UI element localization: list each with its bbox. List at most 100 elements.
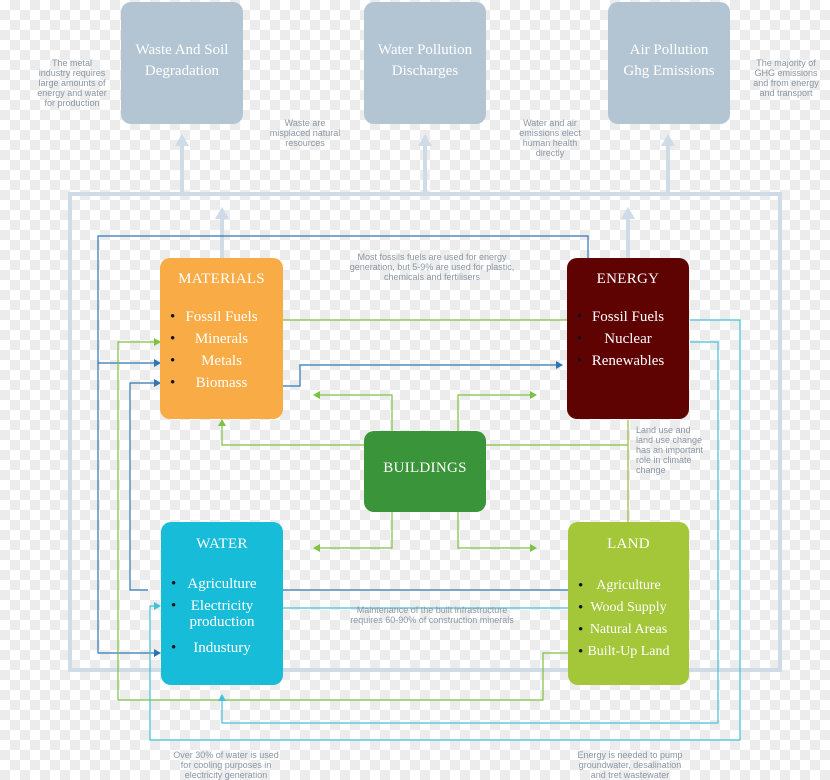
note-line: Over 30% of water is used	[173, 750, 279, 760]
land-item-label: Built-Up Land	[587, 644, 670, 659]
water-item-label: Electricity	[190, 598, 254, 614]
land-item: •Wood Supply	[568, 599, 689, 617]
energy-box: ENERGY •Fossil Fuels •Nuclear •Renewable…	[567, 258, 689, 419]
land-item: • Agriculture	[568, 577, 689, 595]
note-maintenance: Maintenance of the built infrastructure …	[322, 605, 542, 625]
water-item-label: Agriculture	[187, 576, 257, 592]
note-waste: Waste are misplaced natural resources	[255, 118, 355, 148]
bullet-icon: •	[171, 640, 177, 656]
note-line: and transport	[759, 88, 813, 98]
note-land-use: Land use and land use change has an impo…	[636, 425, 726, 475]
note-line: requires 60-90% of construction minerals	[350, 615, 514, 625]
bullet-icon: •	[170, 309, 176, 325]
note-line: electricity generation	[184, 770, 268, 780]
note-line: has an important	[636, 445, 704, 455]
land-item-label: Agriculture	[596, 578, 661, 593]
water-item: • Industury	[161, 639, 283, 657]
bullet-icon: •	[170, 375, 176, 391]
energy-item-label: Nuclear	[604, 331, 652, 347]
note-line: The metal	[51, 58, 93, 68]
impact-water-line-1: Water Pollution	[377, 42, 473, 58]
buildings-box: BUILDINGS	[364, 431, 486, 512]
note-line: emissions elect	[519, 128, 581, 138]
note-line: Most fossils fuels are used for energy	[357, 252, 507, 262]
note-metal-industry: The metal industry requires large amount…	[28, 58, 116, 108]
energy-item: • Fossil Fuels	[567, 308, 689, 326]
impact-waste-soil: Waste And Soil Degradation	[121, 2, 243, 124]
impact-air-pollution: Air Pollution Ghg Emissions	[608, 2, 730, 124]
note-line: directly	[535, 148, 565, 158]
note-line: chemicals and fertilisers	[383, 272, 481, 282]
note-line: Energy is needed to pump	[577, 750, 683, 760]
materials-item: • Biomass	[160, 374, 283, 392]
impact-waste-line-1: Waste And Soil	[135, 42, 229, 58]
materials-item-label: Fossil Fuels	[185, 309, 258, 325]
note-ghg: The majority of GHG emissions and from e…	[742, 58, 830, 98]
bullet-icon: •	[170, 353, 176, 369]
water-item: • Agriculture	[161, 575, 283, 593]
note-line: industry requires	[38, 68, 106, 78]
note-line: large amounts of	[38, 78, 106, 88]
note-cooling: Over 30% of water is used for cooling pu…	[158, 750, 294, 780]
land-item: •Built-Up Land	[568, 643, 689, 661]
energy-item: • Nuclear	[567, 330, 689, 348]
note-line: generation, but 5-9% are used for plasti…	[349, 262, 515, 272]
materials-title: MATERIALS	[178, 271, 265, 287]
note-line: GHG emissions	[754, 68, 818, 78]
water-title: WATER	[196, 536, 248, 552]
note-line: change	[636, 465, 666, 475]
materials-item: • Minerals	[160, 330, 283, 348]
note-line: Land use and	[636, 425, 691, 435]
note-line: Waste are	[284, 118, 326, 128]
impact-water-pollution: Water Pollution Discharges	[364, 2, 486, 124]
materials-box: MATERIALS • Fossil Fuels • Minerals •Metal…	[160, 258, 283, 419]
buildings-title: BUILDINGS	[383, 460, 467, 476]
impact-water-line-2: Discharges	[391, 63, 459, 79]
materials-item-label: Biomass	[195, 375, 248, 391]
bullet-icon: •	[171, 598, 177, 614]
bullet-icon: •	[577, 331, 583, 347]
water-box: WATER • Agriculture • Electricity producti…	[161, 522, 283, 685]
impact-frame	[68, 134, 782, 672]
note-line: land use change	[636, 435, 703, 445]
blue-connectors	[97, 235, 589, 657]
bullet-icon: •	[578, 622, 584, 638]
bullet-icon: •	[171, 576, 177, 592]
note-line: Water and air	[523, 118, 577, 128]
land-item: • Natural Areas	[568, 621, 689, 639]
green-connectors	[117, 316, 628, 701]
water-item-label: Industury	[193, 640, 251, 656]
note-line: energy and water	[37, 88, 107, 98]
water-item-continued: production	[161, 615, 283, 630]
bullet-icon: •	[577, 353, 583, 369]
materials-item: • Fossil Fuels	[160, 308, 283, 326]
bullet-icon: •	[170, 331, 176, 347]
land-title: LAND	[607, 536, 650, 552]
bullet-icon: •	[578, 644, 584, 660]
note-line: for cooling purposes in	[180, 760, 272, 770]
energy-item: •Renewables	[567, 352, 689, 370]
note-line: and tret wastewater	[590, 770, 670, 780]
impact-waste-line-2: Degradation	[144, 63, 220, 79]
note-fossil-fuels: Most fossils fuels are used for energy g…	[322, 252, 542, 282]
note-line: and from energy	[753, 78, 819, 88]
note-line: groundwater, desalination	[578, 760, 682, 770]
impact-air-line-1: Air Pollution	[629, 42, 709, 58]
land-box: LAND • Agriculture •Wood Supply • Natural …	[568, 522, 689, 685]
water-item-label: production	[189, 614, 255, 630]
note-line: Maintenance of the built infrastructure	[356, 605, 508, 615]
note-pump: Energy is needed to pump groundwater, de…	[562, 750, 698, 780]
materials-item-label: Minerals	[194, 331, 249, 347]
energy-item-label: Fossil Fuels	[591, 309, 665, 325]
land-item-label: Natural Areas	[589, 622, 668, 637]
impact-air-line-2: Ghg Emissions	[623, 63, 715, 79]
note-water-air: Water and air emissions elect human heal…	[500, 118, 600, 158]
bullet-icon: •	[578, 578, 584, 594]
note-line: The majority of	[756, 58, 816, 68]
note-line: human health	[522, 138, 578, 148]
bullet-icon: •	[577, 309, 583, 325]
materials-item: •Metals	[160, 352, 283, 370]
cyan-connectors	[149, 319, 741, 741]
note-line: misplaced natural	[269, 128, 341, 138]
